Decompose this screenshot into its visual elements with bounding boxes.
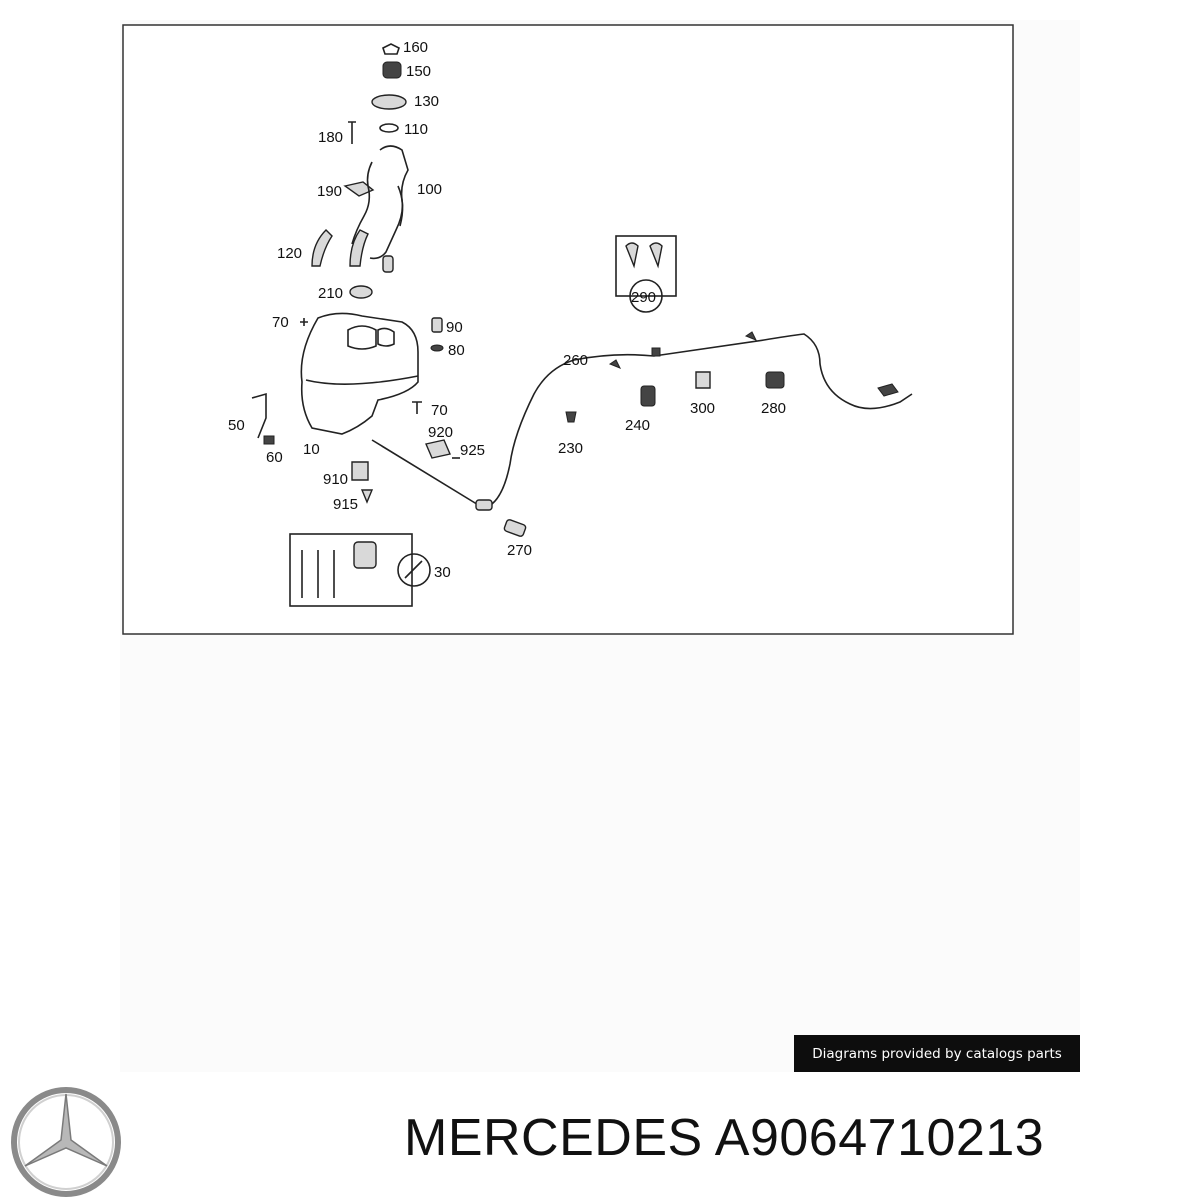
- clip-300: [695, 371, 711, 389]
- callout-920: 920: [428, 424, 453, 441]
- callout-925: 925: [460, 442, 485, 459]
- callout-60: 60: [266, 449, 283, 466]
- callout-280: 280: [761, 400, 786, 417]
- clamp-210: [349, 285, 373, 299]
- callout-150: 150: [406, 63, 431, 80]
- bracket-50: [251, 392, 267, 439]
- kit-290-clip-b: [649, 242, 663, 269]
- filler-neck-assembly: [311, 43, 409, 299]
- hose-120: [311, 229, 333, 267]
- callout-290: 290: [631, 289, 656, 306]
- kit-30-bolts: [301, 550, 335, 598]
- callout-10: 10: [303, 441, 320, 458]
- mercedes-star-icon: [11, 1087, 121, 1197]
- callout-30: 30: [434, 564, 451, 581]
- catalog-credit-banner: Diagrams provided by catalogs parts: [794, 1035, 1080, 1072]
- o-ring-110: [379, 123, 399, 133]
- pipe-end: [382, 255, 394, 273]
- clip-240: [640, 385, 656, 407]
- hose-clip-b: [651, 347, 661, 357]
- callout-100: 100: [417, 181, 442, 198]
- bolt-70b: [412, 401, 422, 414]
- parts-diagram: 160 150 130 110 180 190 100 120 210 70 9…: [122, 24, 1014, 635]
- callout-50: 50: [228, 417, 245, 434]
- connector-270: [503, 519, 527, 537]
- callout-230: 230: [558, 440, 583, 457]
- hose-clip-c: [744, 331, 758, 341]
- diagram-frame: [122, 24, 1014, 635]
- callout-260: 260: [563, 352, 588, 369]
- callout-910: 910: [323, 471, 348, 488]
- bolt-70a: [300, 318, 308, 326]
- tank-filler-neck: [347, 325, 377, 350]
- kit-290-badge: [629, 279, 663, 313]
- wrench-icon: [404, 560, 423, 579]
- washer-hose-line: [371, 331, 913, 537]
- callout-70b: 70: [431, 402, 448, 419]
- clip-230: [565, 411, 577, 423]
- clip-160: [382, 43, 400, 55]
- grommet-90: [431, 317, 443, 333]
- callout-190: 190: [317, 183, 342, 200]
- seal-130: [371, 94, 407, 110]
- bolt-180: [348, 121, 356, 144]
- callout-110: 110: [404, 121, 428, 138]
- callout-915: 915: [333, 496, 358, 513]
- sensor-910: [351, 461, 369, 481]
- callout-240: 240: [625, 417, 650, 434]
- kit-30-badge: [397, 553, 431, 587]
- callout-210: 210: [318, 285, 343, 302]
- hose-clip-a: [608, 359, 622, 369]
- pump-920: [425, 439, 451, 459]
- nut-60: [263, 435, 275, 445]
- plug-915: [360, 489, 374, 504]
- clip-kit-290: [615, 235, 677, 313]
- hose-elbow: [349, 229, 369, 267]
- callout-120: 120: [277, 245, 302, 262]
- callout-160: 160: [403, 39, 428, 56]
- filler-pipe-inner: [351, 161, 373, 245]
- part-title: MERCEDES A9064710213: [404, 1109, 1045, 1167]
- callout-300: 300: [690, 400, 715, 417]
- repair-kit-30: [289, 533, 431, 607]
- callout-70a: 70: [272, 314, 289, 331]
- callout-130: 130: [414, 93, 439, 110]
- cap-150: [382, 61, 402, 79]
- kit-290-clip-a: [625, 242, 639, 269]
- reservoir-tank-10: [300, 312, 419, 435]
- callout-180: 180: [318, 129, 343, 146]
- bracket-190: [343, 181, 375, 197]
- callout-90: 90: [446, 319, 463, 336]
- reservoir-assembly: [251, 312, 460, 504]
- clip-280: [765, 371, 785, 389]
- tank-outlet: [377, 327, 395, 347]
- kit-290-box: [615, 235, 677, 297]
- washer-80: [430, 344, 444, 352]
- hose-end: [475, 499, 493, 511]
- callout-labels: 160 150 130 110 180 190 100 120 210 70 9…: [228, 39, 786, 581]
- callout-80: 80: [448, 342, 465, 359]
- vent-hose: [397, 185, 404, 227]
- kit-30-pump: [353, 541, 377, 569]
- hose-link: [371, 439, 481, 507]
- nozzle-end: [877, 383, 899, 397]
- callout-270: 270: [507, 542, 532, 559]
- tank-seam: [305, 375, 419, 385]
